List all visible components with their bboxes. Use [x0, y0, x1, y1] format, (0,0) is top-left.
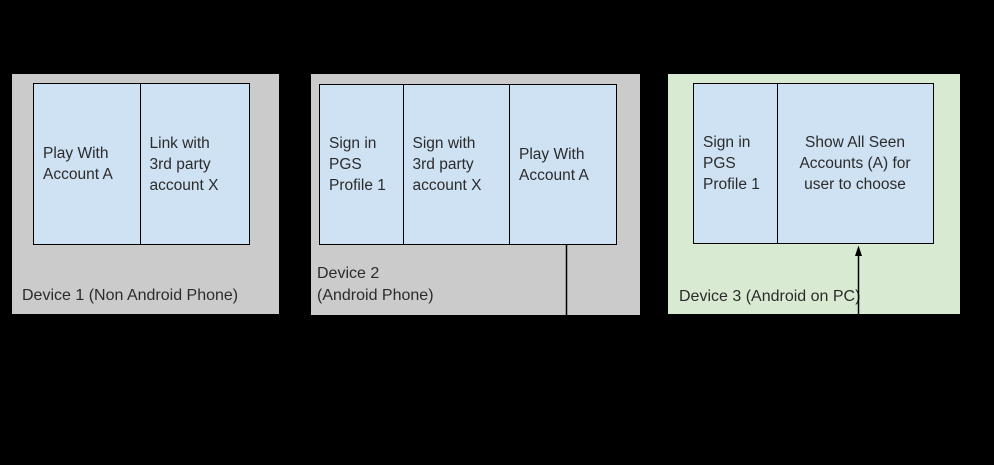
step-sign-with-3rd-party-account-x: Sign with 3rd party account X — [402, 84, 511, 245]
step-label: Sign in PGS Profile 1 — [703, 134, 760, 193]
device-1-label: Device 1 (Non Android Phone) — [22, 287, 239, 304]
step-play-with-account-a: Play With Account A — [33, 83, 141, 245]
device-2-steps-row: Sign in PGS Profile 1 Sign with 3rd part… — [319, 84, 617, 245]
step-label: Sign with 3rd party account X — [412, 135, 482, 194]
step-show-all-seen-accounts: Show All Seen Accounts (A) for user to c… — [776, 83, 934, 244]
step-label: Sign in PGS Profile 1 — [329, 135, 386, 194]
device-1-panel: Play With Account A Link with 3rd party … — [12, 74, 279, 314]
step-label: Show All Seen Accounts (A) for user to c… — [799, 134, 911, 193]
step-sign-in-pgs-profile-1: Sign in PGS Profile 1 — [693, 83, 778, 244]
step-sign-in-pgs-profile-1: Sign in PGS Profile 1 — [319, 84, 404, 245]
step-label: Play With Account A — [43, 145, 113, 183]
device-2-label: Device 2 (Android Phone) — [317, 265, 434, 304]
step-link-with-3rd-party-account-x: Link with 3rd party account X — [139, 83, 250, 245]
device-2-panel: Sign in PGS Profile 1 Sign with 3rd part… — [311, 74, 640, 315]
device-3-steps-row: Sign in PGS Profile 1 Show All Seen Acco… — [693, 83, 934, 244]
step-play-with-account-a: Play With Account A — [509, 84, 617, 245]
step-label: Link with 3rd party account X — [149, 134, 219, 194]
device-1-steps-row: Play With Account A Link with 3rd party … — [33, 83, 250, 245]
step-label: Play With Account A — [519, 145, 589, 184]
device-3-label: Device 3 (Android on PC) — [679, 288, 861, 305]
device-3-panel: Sign in PGS Profile 1 Show All Seen Acco… — [668, 74, 960, 314]
